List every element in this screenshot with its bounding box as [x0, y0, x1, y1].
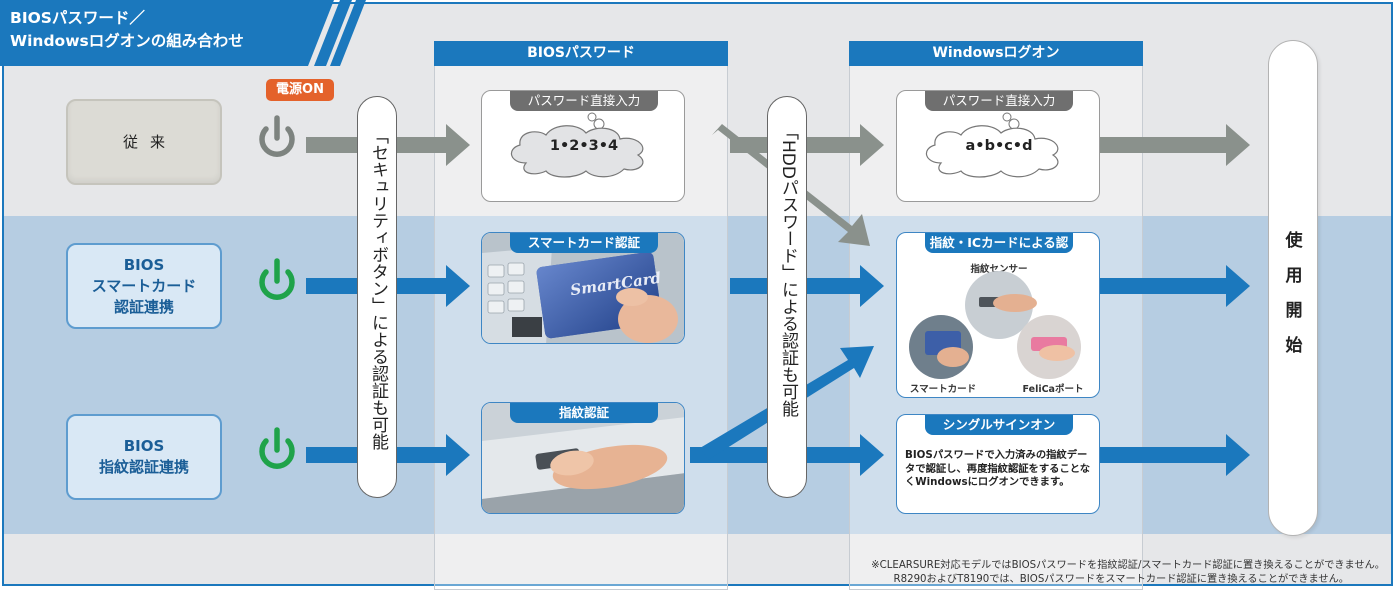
felica-port-label: FeliCaポート [1022, 384, 1084, 395]
note-2: R8290およびT8190では、BIOSパスワードをスマートカード認証に置き換え… [893, 574, 1349, 585]
bios-fingerprint-box: BIOS 指紋認証連携 [66, 414, 222, 500]
smartcard-label-3: 認証連携 [113, 297, 174, 316]
smartcard-device-label: スマートカード [909, 384, 977, 395]
bios-fingerprint-card: 指紋認証 [481, 402, 685, 514]
conventional-box: 従来 [66, 99, 222, 185]
fingerprint-sensor-label: 指紋センサー [970, 264, 1028, 275]
start-use-pill: 使 用 開 始 [1268, 40, 1318, 536]
conventional-label: 従来 [122, 132, 177, 151]
smartcard-label-2: スマートカード [91, 276, 197, 295]
hdd-password-pill: 「HDDパスワード」による認証も可能 [767, 96, 807, 498]
bios-column-header: BIOSパスワード [434, 41, 728, 66]
bios-smartcard-box: BIOS スマートカード 認証連携 [66, 243, 222, 329]
diagram-title: BIOSパスワード／ Windowsログオンの組み合わせ [10, 7, 244, 53]
fingerprint-label-2: 指紋認証連携 [98, 458, 189, 476]
fingerprint-label-1: BIOS [123, 437, 165, 455]
windows-sso-title: シングルサインオン [925, 415, 1073, 435]
windows-ic-title: 指紋・ICカードによる認証 [925, 233, 1073, 270]
title-tab [0, 0, 366, 66]
ic-devices-image [909, 271, 1081, 379]
note-1: ※CLEARSURE対応モデルではBIOSパスワードを指紋認証/スマートカード認… [871, 560, 1385, 571]
windows-password-card: パスワード直接入力 a•b•c•d [896, 90, 1100, 202]
bios-smartcard-title: スマートカード認証 [510, 233, 658, 253]
cloud-icon [925, 112, 1059, 178]
cloud-icon [510, 112, 644, 178]
windows-sso-card: シングルサインオン BIOSパスワードで入力済みの指紋データで認証し、再度指紋認… [896, 414, 1100, 514]
hdd-password-text: 「HDDパスワード」による認証も可能 [778, 123, 798, 417]
windows-sso-description: BIOSパスワードで入力済みの指紋データで認証し、再度指紋認証をすることなくWi… [905, 449, 1091, 488]
bios-fingerprint-title: 指紋認証 [510, 403, 658, 423]
windows-ic-card: 指紋・ICカードによる認証 指紋センサー スマートカード FeliCaポート [896, 232, 1100, 398]
windows-password-title: パスワード直接入力 [925, 91, 1073, 111]
bios-smartcard-card: スマートカード認証 SmartCard [481, 232, 685, 344]
start-char-2: 用 [1285, 266, 1303, 286]
start-char-1: 使 [1285, 231, 1303, 251]
windows-column-header: Windowsログオン [849, 41, 1143, 66]
start-char-4: 始 [1285, 336, 1303, 356]
windows-password-value: a•b•c•d [965, 138, 1033, 154]
notes-band [4, 534, 1391, 584]
power-icon [259, 427, 295, 469]
bios-password-value: 1•2•3•4 [549, 138, 619, 154]
title-line-1: BIOSパスワード／ [10, 9, 145, 27]
security-button-text: 「セキュリティボタン」による認証も可能 [368, 127, 388, 450]
start-char-3: 開 [1285, 301, 1303, 321]
title-line-2: Windowsログオンの組み合わせ [10, 32, 244, 50]
power-icon [259, 115, 295, 157]
biometric-band [4, 216, 1391, 534]
security-button-pill: 「セキュリティボタン」による認証も可能 [357, 96, 397, 498]
power-on-badge: 電源ON [266, 79, 334, 101]
bios-password-card: パスワード直接入力 1•2•3•4 [481, 90, 685, 202]
smartcard-label-1: BIOS [123, 255, 165, 274]
bios-password-title: パスワード直接入力 [510, 91, 658, 111]
power-icon [259, 258, 295, 300]
